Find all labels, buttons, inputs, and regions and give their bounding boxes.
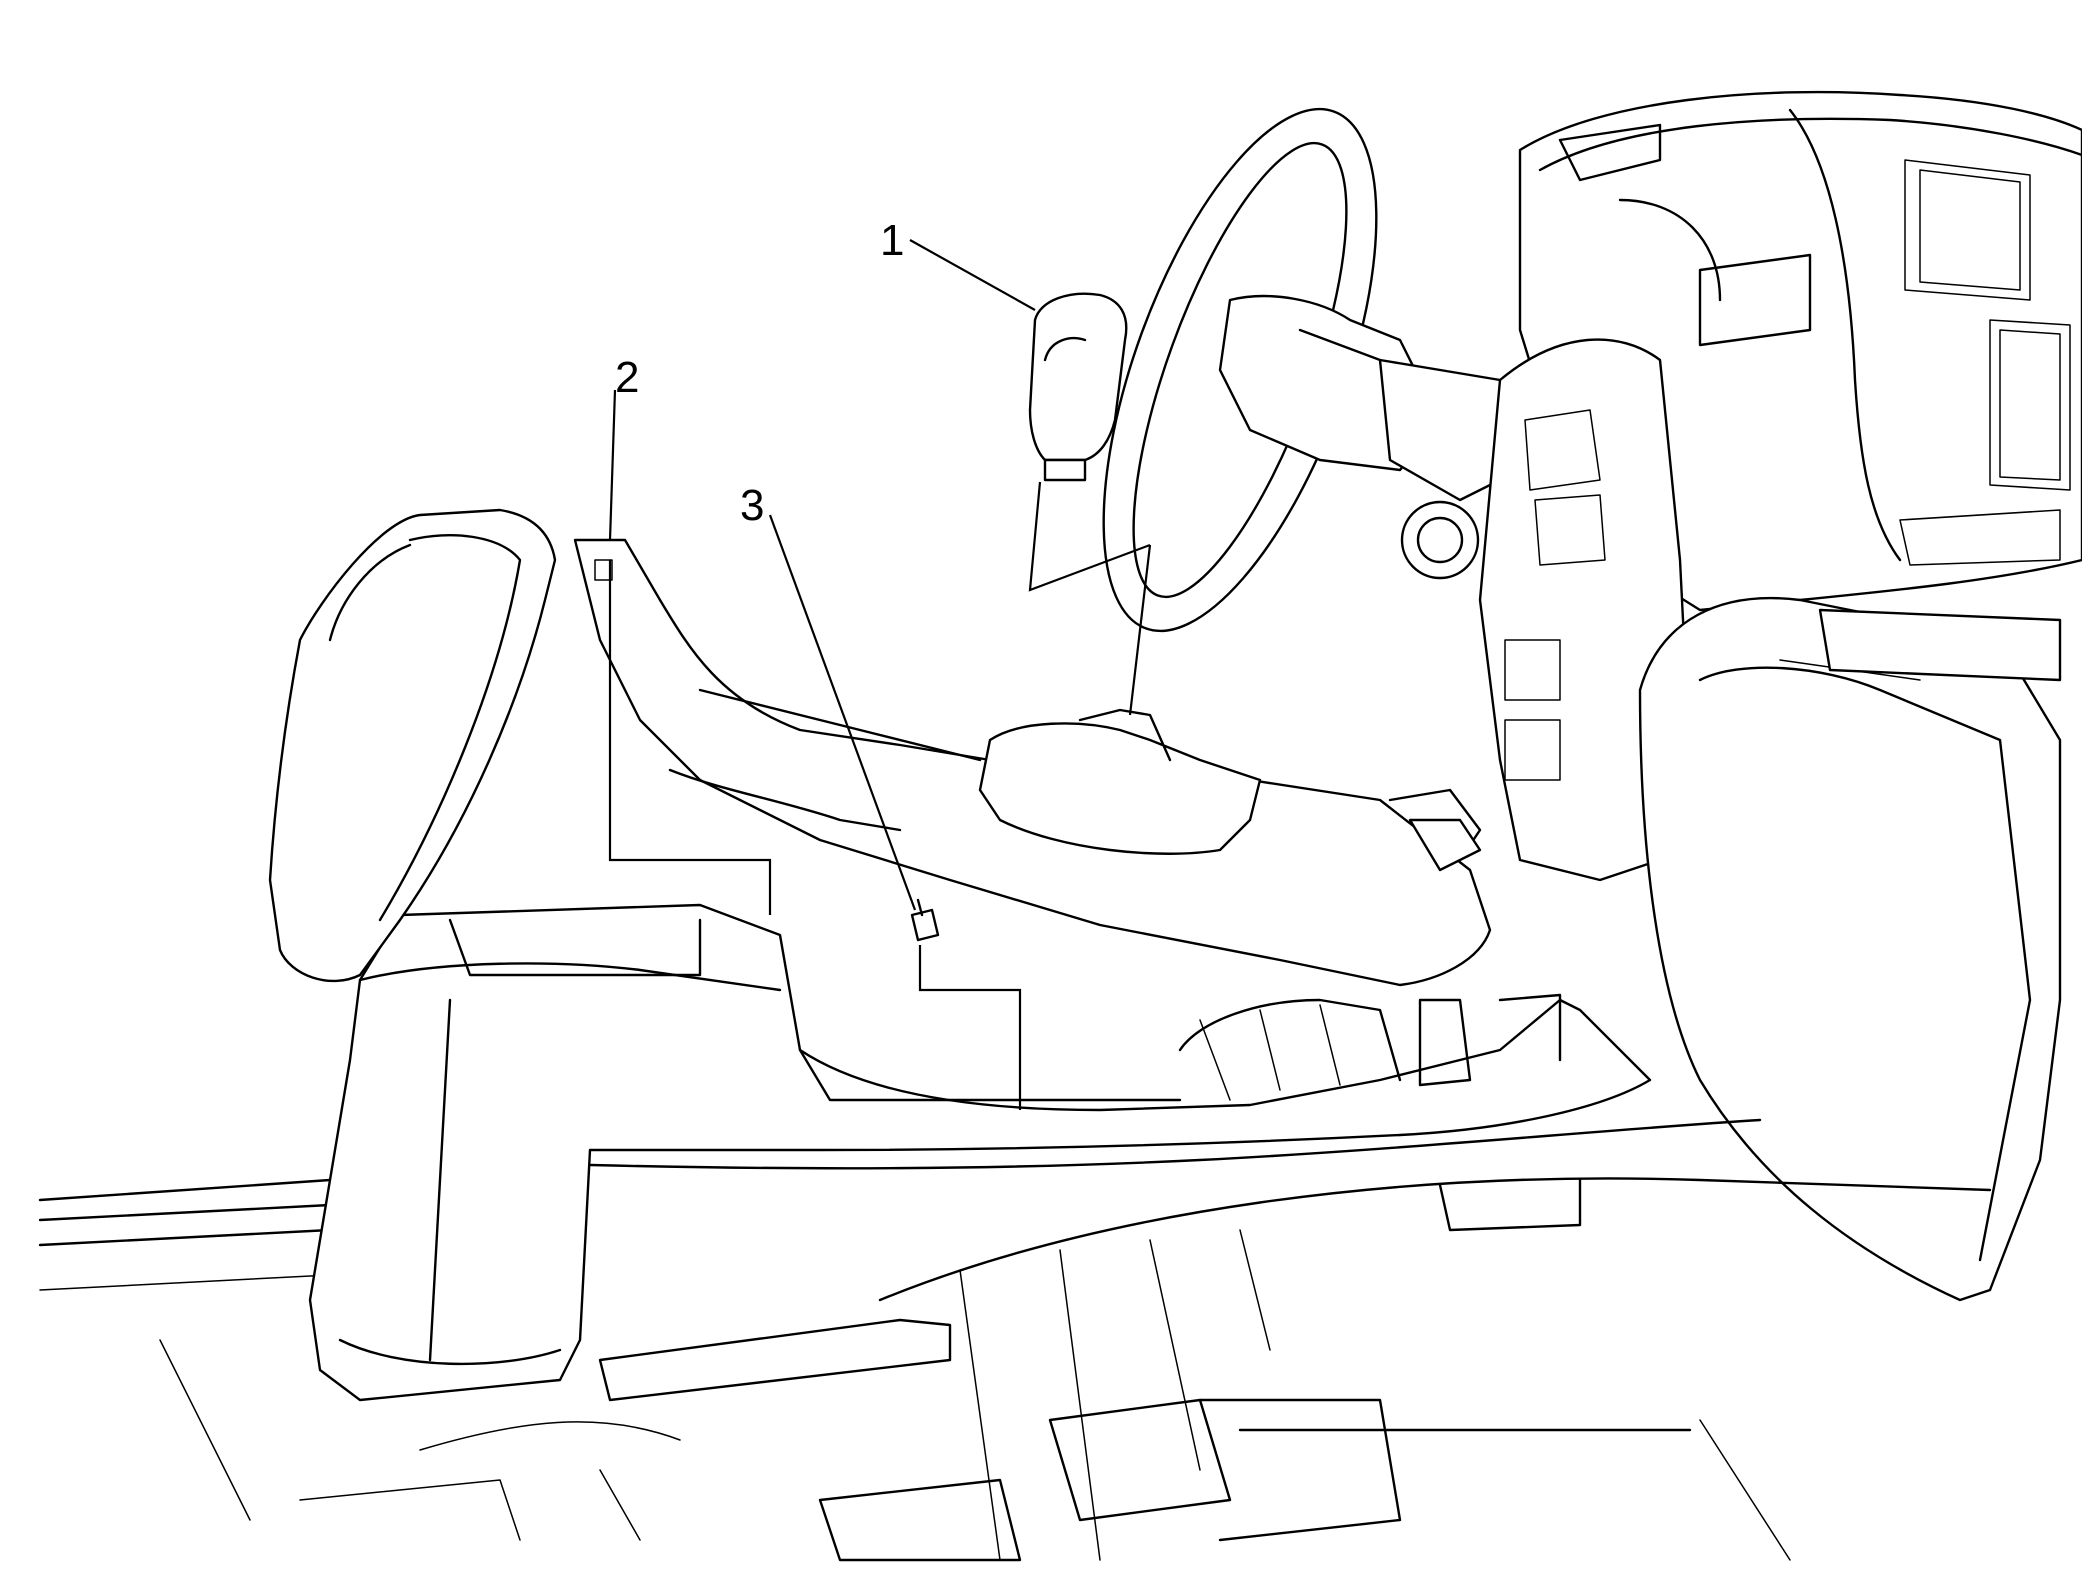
floor-area [38,1118,1992,1562]
right-kick-panel [1638,596,2062,1302]
armrest-lid [268,508,557,983]
center-console-base [308,903,1652,1402]
callout-2: 2 [615,353,639,402]
center-stack [1478,338,1692,882]
connector-drawing [910,898,940,942]
callout-3: 3 [740,481,764,530]
shift-knob-drawing [1028,292,1128,482]
callout-labels: 1 2 3 [615,216,904,530]
trim-plate [573,538,1492,987]
callout-1: 1 [880,216,904,265]
leader-lines [608,239,1152,1110]
steering-wheel [1102,107,1522,633]
